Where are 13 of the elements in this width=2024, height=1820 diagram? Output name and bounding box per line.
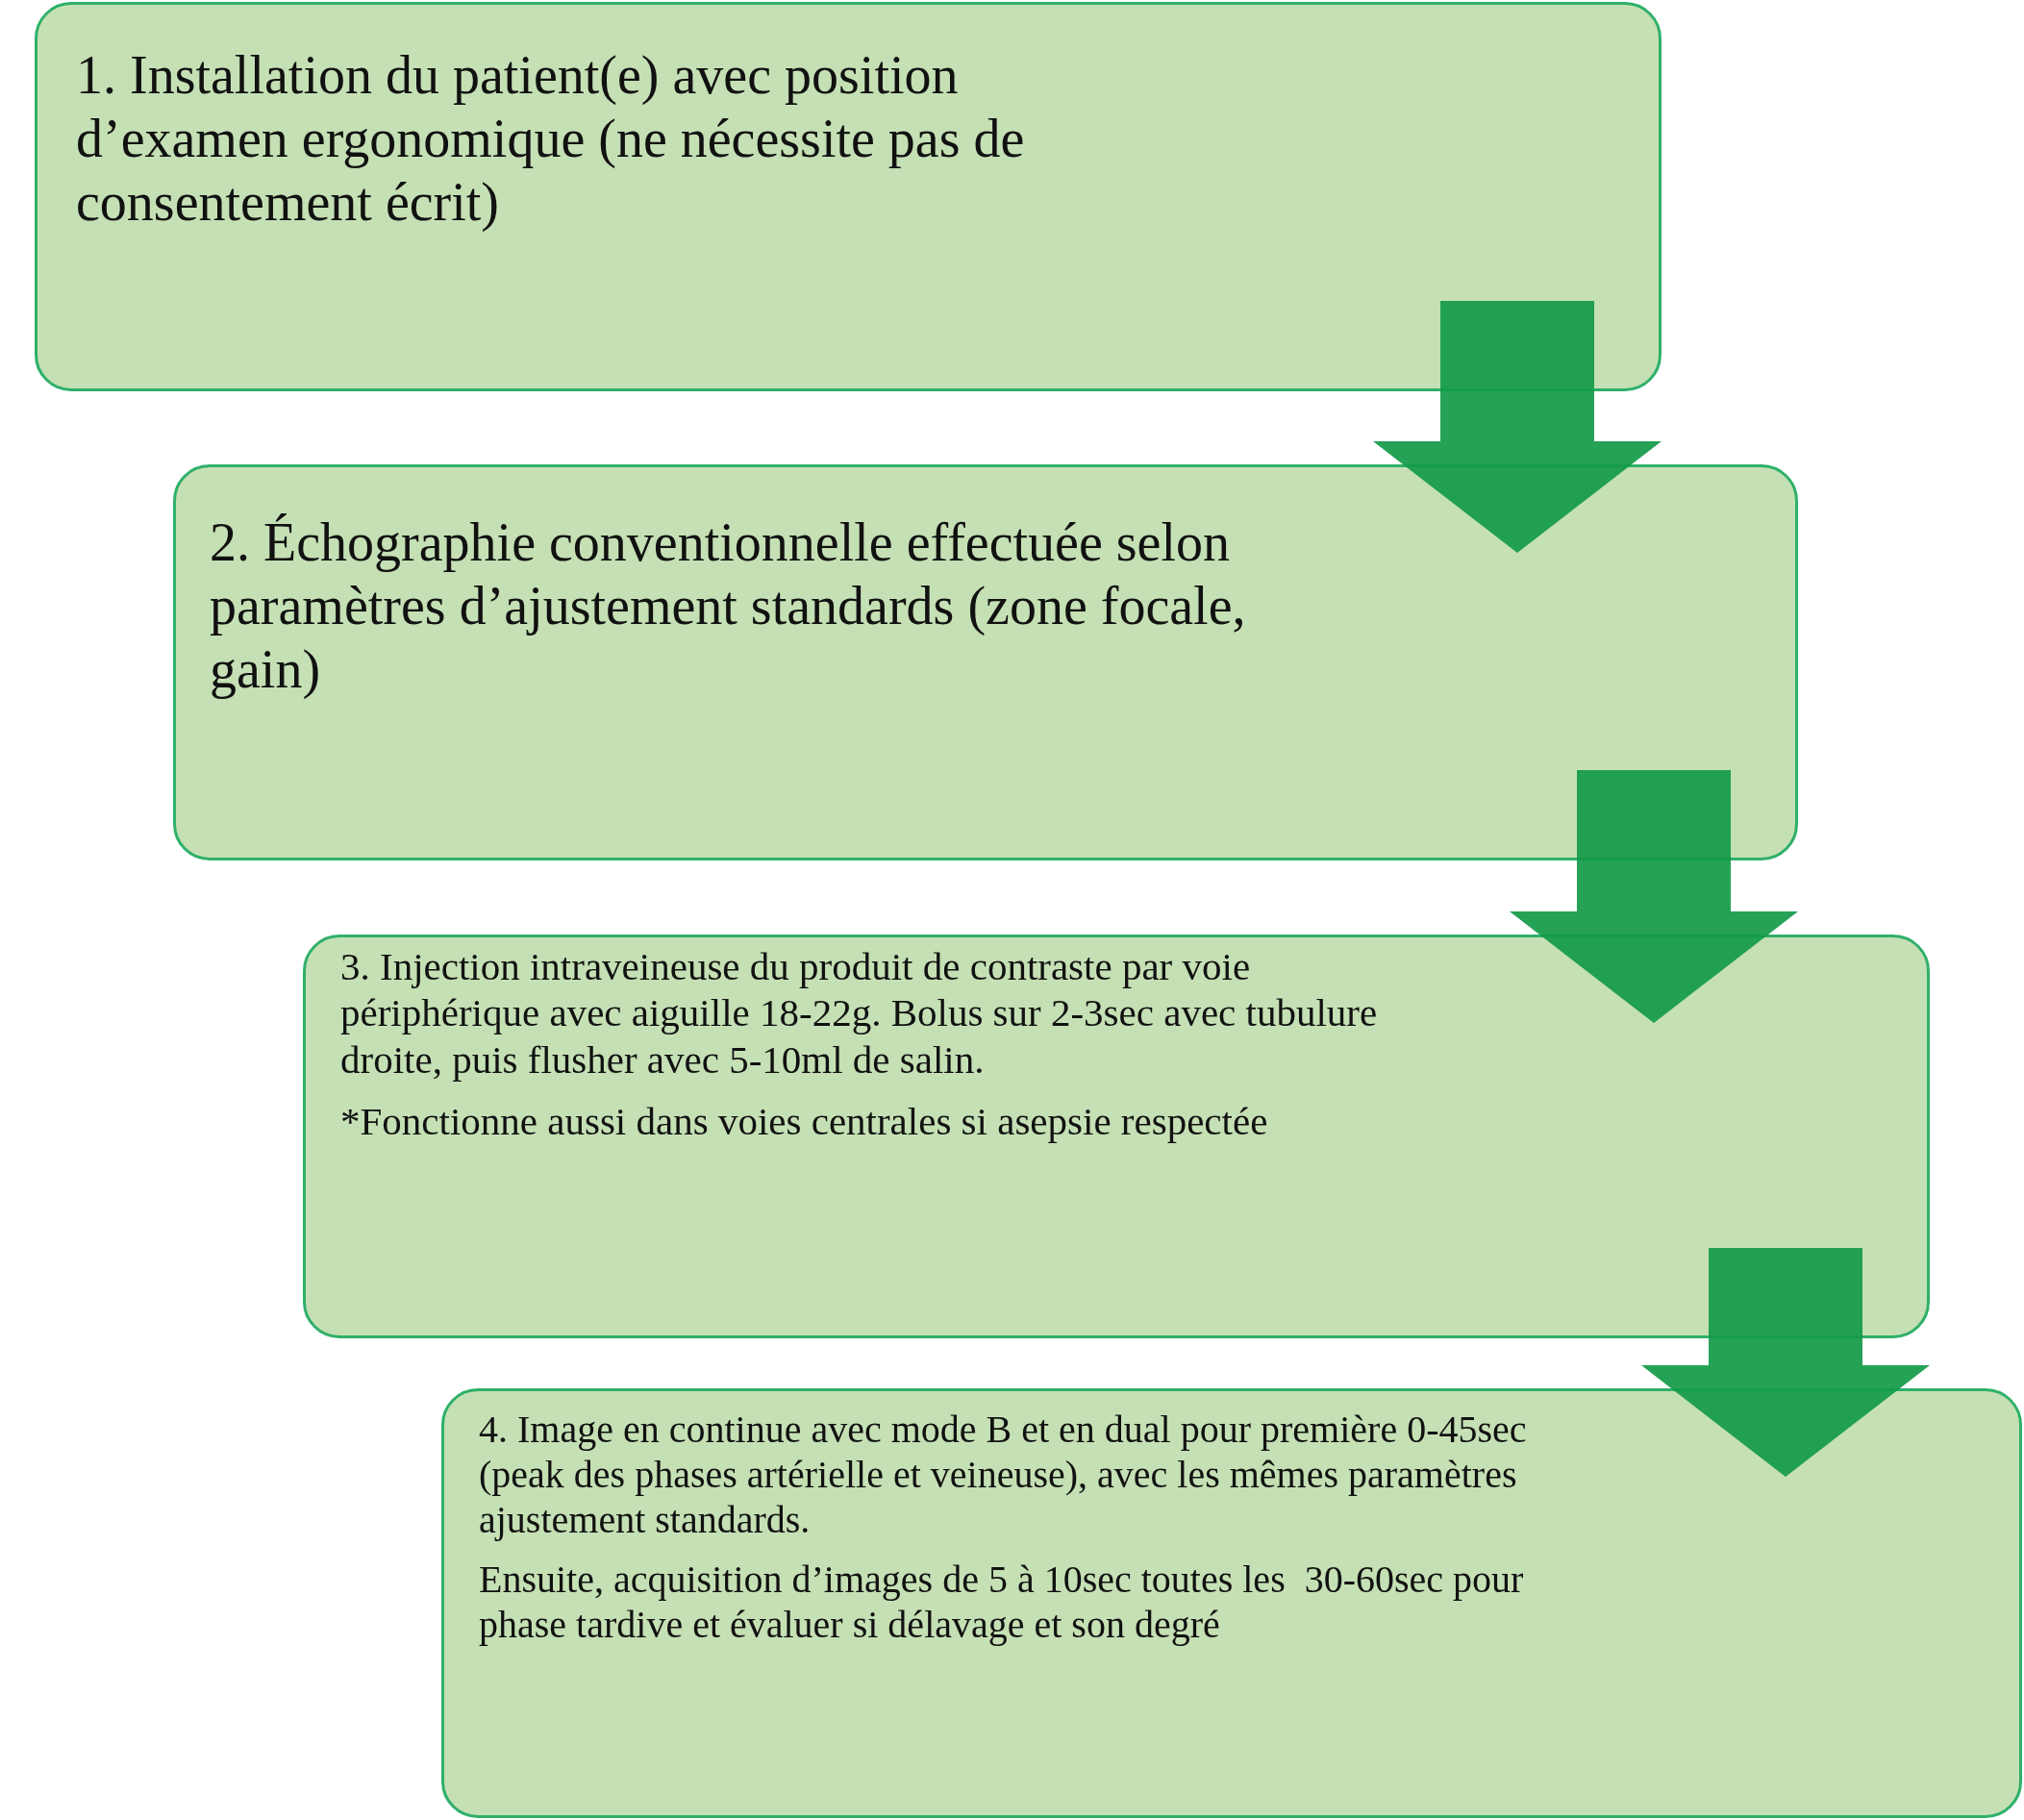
note-text: *Fonctionne aussi dans voies centrales si asepsie respectée [340,1098,1269,1145]
step-box [173,464,1798,860]
step-box [441,1388,2022,1818]
step-text: 1. Installation du patient(e) avec position d’examen ergonomique (ne nécessite pas de consentement écrit) [76,44,1026,235]
step-text: 2. Échographie conventionnelle effectuée selon paramètres d’ajustement standards (zone focale, gain) [210,511,1247,702]
block-arrow [1510,770,1798,1023]
note-text: Ensuite, acquisition d’images de 5 à 10sec toutes les 30-60sec pour phase tardive et évaluer si délavage et son degré [479,1556,1525,1647]
step-box [303,935,1930,1338]
step-box [35,2,1662,391]
block-arrow [1373,301,1662,553]
block-arrow [1641,1248,1930,1477]
step-text: 3. Injection intraveineuse du produit de contraste par voie périphérique avec aiguille 18-22g. Bolus sur 2-3sec avec tubulure droite, puis flusher avec 5-10ml de salin. [340,943,1379,1084]
step-text: 4. Image en continue avec mode B et en dual pour première 0-45sec (peak des phases artérielle et veineuse), avec les mêmes paramètres ajustement standards. [479,1407,1528,1543]
